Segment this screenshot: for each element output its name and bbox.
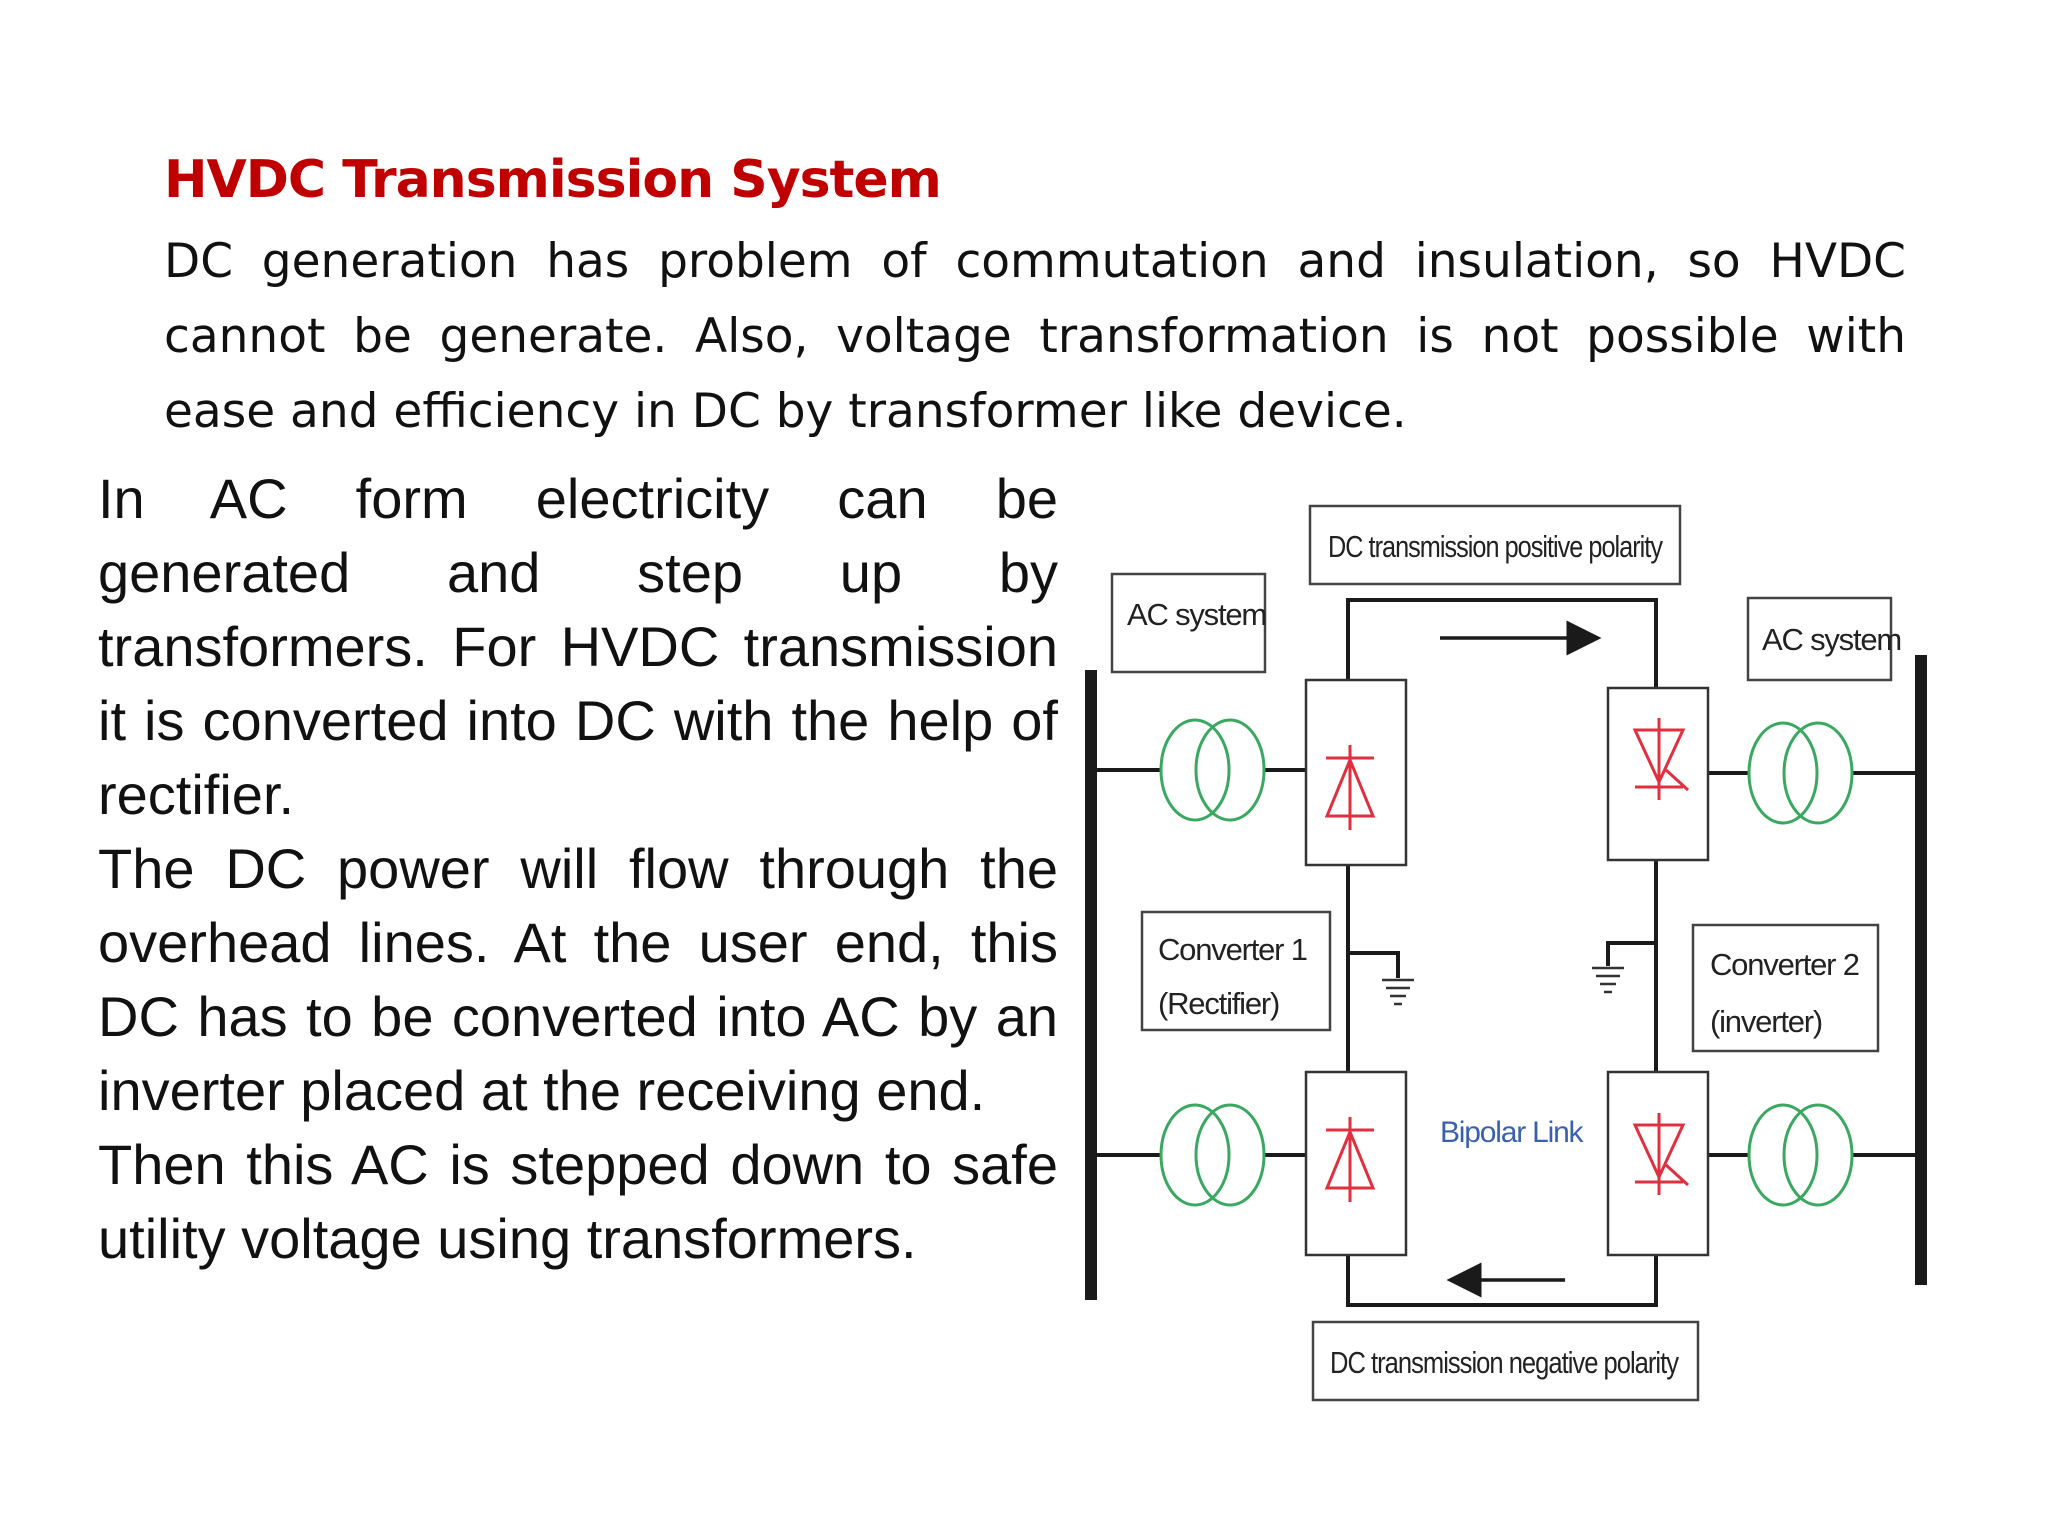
label-dc-negative: DC transmission negative polarity <box>1330 1345 1679 1380</box>
label-converter1-role: (Rectifier) <box>1158 986 1279 1021</box>
label-ac-system-right: AC system <box>1762 622 1901 657</box>
description-text: In AC form electricity can be generated … <box>98 462 1058 1276</box>
label-ac-system-left: AC system <box>1127 597 1266 632</box>
ground-icon <box>1382 978 1414 1006</box>
transformer-right-top <box>1747 721 1854 825</box>
ac-bus-right <box>1915 655 1927 1285</box>
paragraph-dc-flow: The DC power will flow through the overh… <box>98 837 1058 1122</box>
thyristor-icon <box>1632 718 1690 800</box>
label-converter2-name: Converter 2 <box>1710 947 1859 982</box>
thyristor-icon <box>1324 745 1376 830</box>
thyristor-icon <box>1324 1117 1376 1202</box>
thyristor-icon <box>1632 1113 1690 1195</box>
ac-bus-left <box>1085 670 1097 1300</box>
label-converter1-name: Converter 1 <box>1158 932 1307 967</box>
transformer-left-top <box>1159 718 1266 822</box>
transformer-right-bottom <box>1747 1103 1854 1207</box>
label-dc-positive: DC transmission positive polarity <box>1328 529 1663 564</box>
label-bipolar-link: Bipolar Link <box>1440 1116 1585 1149</box>
paragraph-ac-generation: In AC form electricity can be generated … <box>98 467 1058 826</box>
intro-paragraph: DC generation has problem of commutation… <box>164 234 1906 439</box>
ground-icon <box>1592 966 1624 994</box>
transformer-left-bottom <box>1159 1103 1266 1207</box>
page-title: HVDC Transmission System <box>164 150 942 210</box>
converter-box-left-bottom <box>1304 1070 1408 1257</box>
hvdc-diagram: DC transmission positive polarity DC tra… <box>1085 504 1927 1402</box>
label-converter2-role: (inverter) <box>1710 1004 1822 1039</box>
paragraph-step-down: Then this AC is stepped down to safe uti… <box>98 1133 1058 1270</box>
